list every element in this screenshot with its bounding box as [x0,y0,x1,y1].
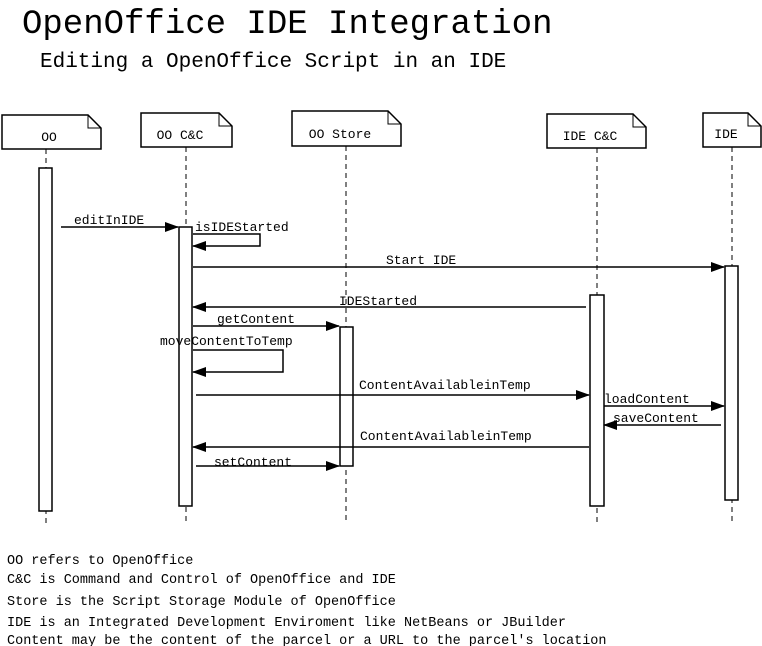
message-label: moveContentToTemp [160,334,293,349]
diagram-subtitle: Editing a OpenOffice Script in an IDE [40,51,506,74]
activation-ide [724,265,739,501]
activation-oo [38,167,53,512]
legend-notes: OO refers to OpenOffice C&C is Command a… [7,554,607,646]
actor-label: OO Store [309,127,371,142]
message-label: isIDEStarted [195,220,289,235]
activations [38,167,739,512]
message-label: Start IDE [386,253,456,268]
actor-ide: IDE [702,112,762,148]
message-label: ContentAvailableinTemp [359,378,531,393]
message-label: loadContent [604,392,690,407]
note-line: Store is the Script Storage Module of Op… [7,595,396,610]
diagram-title: OpenOffice IDE Integration [22,6,553,44]
note-line: OO refers to OpenOffice [7,554,193,569]
activation-occ [178,226,193,507]
actor-label: IDE C&C [563,129,618,144]
actor-store: OO Store [291,110,402,147]
actor-label: IDE [714,127,738,142]
message-labels: editInIDE isIDEStarted Start IDE IDEStar… [74,213,699,470]
actor-label: OO C&C [157,128,204,143]
message-arrow [192,349,284,377]
note-line: Content may be the content of the parcel… [7,634,607,646]
message-label: IDEStarted [339,294,417,309]
message-label: setContent [214,455,292,470]
actor-label: OO [41,130,57,145]
note-line: IDE is an Integrated Development Envirom… [7,616,566,631]
message-label: saveContent [613,411,699,426]
actor-icc: IDE C&C [546,113,647,149]
message-label: getContent [217,312,295,327]
lifelines [45,146,733,526]
actor-occ: OO C&C [140,112,233,148]
message-label: ContentAvailableinTemp [360,429,532,444]
message-label: editInIDE [74,213,144,228]
activation-store [339,326,354,467]
actor-oo: OO [1,114,102,150]
activation-icc [589,294,605,507]
message-arrow [192,233,261,251]
note-line: C&C is Command and Control of OpenOffice… [7,573,396,588]
messages [61,222,725,471]
